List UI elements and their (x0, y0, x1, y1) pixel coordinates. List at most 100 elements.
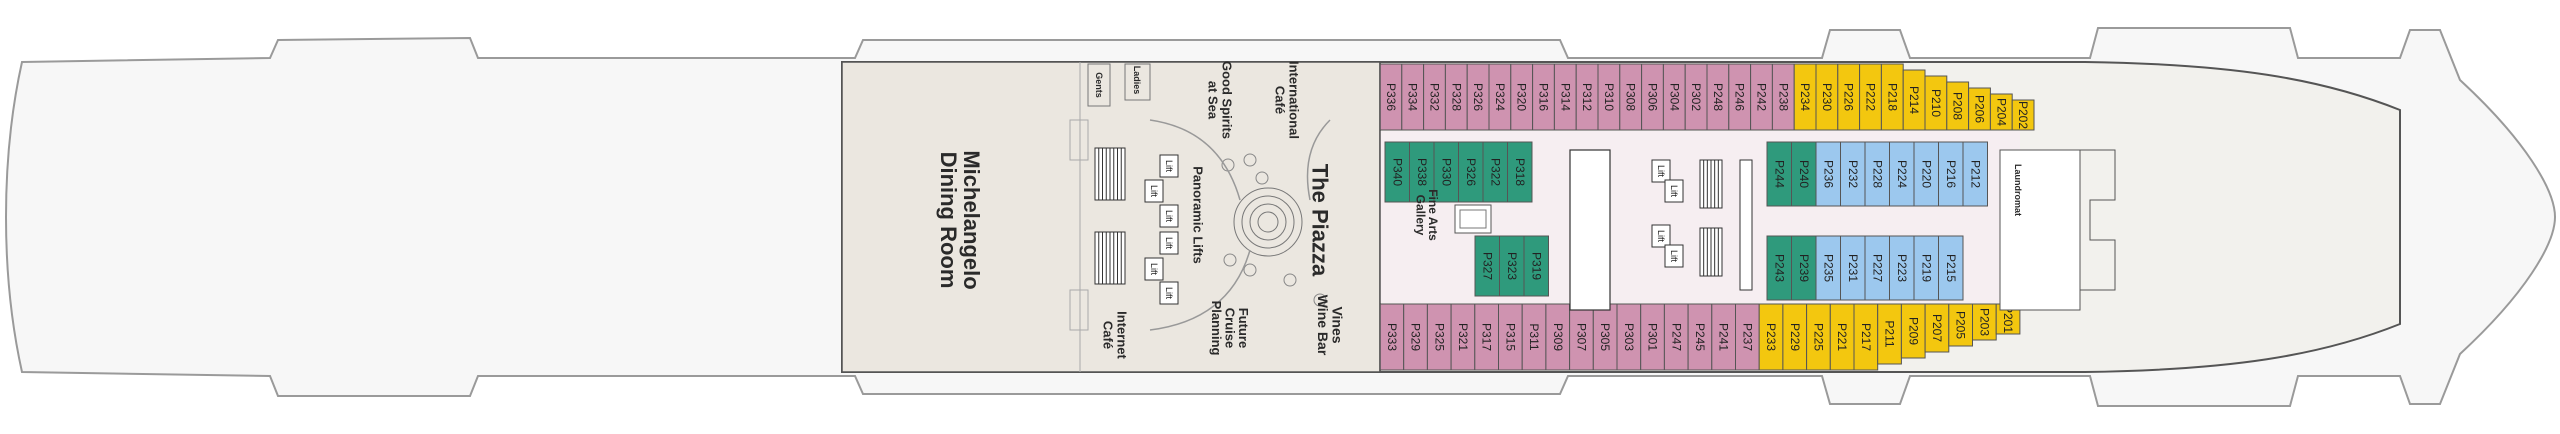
cabin-p203[interactable]: P203 (1972, 303, 1997, 341)
cabin-p314[interactable]: P314 (1553, 63, 1577, 131)
cabin-p215[interactable]: P215 (1938, 235, 1964, 301)
cabin-p221[interactable]: P221 (1829, 303, 1855, 371)
cabin-p239[interactable]: P239 (1791, 235, 1817, 301)
cabin-p227[interactable]: P227 (1864, 235, 1890, 301)
cabin-p333[interactable]: P333 (1379, 303, 1405, 371)
cabin-p243[interactable]: P243 (1766, 235, 1792, 301)
cabin-label: P329 (1409, 323, 1423, 351)
cabin-p321[interactable]: P321 (1450, 303, 1476, 371)
cabin-p231[interactable]: P231 (1840, 235, 1866, 301)
cabin-p224[interactable]: P224 (1889, 141, 1915, 207)
ladies-restroom (1124, 63, 1151, 101)
cabin-label: P248 (1711, 83, 1725, 111)
cabin-p325[interactable]: P325 (1426, 303, 1452, 371)
cabin-p235[interactable]: P235 (1815, 235, 1841, 301)
cabin-p315[interactable]: P315 (1498, 303, 1523, 371)
cabin-p308[interactable]: P308 (1619, 63, 1643, 131)
cabin-p216[interactable]: P216 (1938, 141, 1964, 207)
cabin-p323[interactable]: P323 (1499, 235, 1525, 297)
cabin-p238[interactable]: P238 (1771, 63, 1795, 131)
international-cafe-label: InternationalCafé (1273, 61, 1302, 139)
cabin-p214[interactable]: P214 (1902, 69, 1926, 131)
cabin-p301[interactable]: P301 (1640, 303, 1665, 371)
cabin-p340[interactable]: P340 (1384, 141, 1410, 203)
cabin-p246[interactable]: P246 (1728, 63, 1752, 131)
cabin-p236[interactable]: P236 (1815, 141, 1841, 207)
cabin-p225[interactable]: P225 (1806, 303, 1831, 371)
cabin-p304[interactable]: P304 (1662, 63, 1686, 131)
cabin-p222[interactable]: P222 (1859, 63, 1882, 131)
cabin-p327[interactable]: P327 (1474, 235, 1500, 297)
cabin-p318[interactable]: P318 (1507, 141, 1533, 203)
cabin-box (1499, 235, 1525, 297)
cabin-p329[interactable]: P329 (1403, 303, 1428, 371)
cabin-p319[interactable]: P319 (1523, 235, 1549, 297)
cabin-box (1766, 235, 1792, 301)
cabin-p205[interactable]: P205 (1948, 303, 1974, 347)
cabin-p204[interactable]: P204 (1989, 93, 2013, 131)
cabin-p202[interactable]: P202 (2011, 99, 2035, 131)
cabin-p303[interactable]: P303 (1616, 303, 1642, 371)
cabin-p311[interactable]: P311 (1521, 303, 1547, 371)
cabin-box (1938, 235, 1964, 301)
cabin-p208[interactable]: P208 (1946, 81, 1970, 131)
cabin-p317[interactable]: P317 (1474, 303, 1500, 371)
svg-text:Panoramic Lifts: Panoramic Lifts (1190, 166, 1205, 264)
cabin-p228[interactable]: P228 (1864, 141, 1890, 207)
cabin-p226[interactable]: P226 (1837, 63, 1861, 131)
cabin-p232[interactable]: P232 (1840, 141, 1866, 207)
cabin-p244[interactable]: P244 (1766, 141, 1792, 207)
cabin-p207[interactable]: P207 (1924, 303, 1950, 353)
cabin-p312[interactable]: P312 (1575, 63, 1599, 131)
cabin-p332[interactable]: P332 (1423, 63, 1446, 131)
cabin-p212[interactable]: P212 (1962, 141, 1988, 207)
cabin-p211[interactable]: P211 (1877, 303, 1902, 365)
cabin-p247[interactable]: P247 (1663, 303, 1689, 371)
cabin-p217[interactable]: P217 (1853, 303, 1879, 371)
cabin-p322[interactable]: P322 (1482, 141, 1508, 203)
cabin-p316[interactable]: P316 (1532, 63, 1555, 131)
cabin-p330[interactable]: P330 (1433, 141, 1459, 203)
cabin-p320[interactable]: P320 (1510, 63, 1534, 131)
cabin-p240[interactable]: P240 (1791, 141, 1817, 207)
cabin-label: P239 (1797, 254, 1811, 282)
cabin-p219[interactable]: P219 (1913, 235, 1939, 301)
svg-text:Lift: Lift (1149, 263, 1159, 276)
cabin-p305[interactable]: P305 (1592, 303, 1618, 371)
cabin-p209[interactable]: P209 (1900, 303, 1926, 359)
cabin-p206[interactable]: P206 (1968, 87, 1991, 131)
cabin-p309[interactable]: P309 (1545, 303, 1571, 371)
cabin-p242[interactable]: P242 (1750, 63, 1773, 131)
cabin-p326[interactable]: P326 (1466, 63, 1490, 131)
cabin-p223[interactable]: P223 (1889, 235, 1915, 301)
cabin-p328[interactable]: P328 (1444, 63, 1468, 131)
cabin-p306[interactable]: P306 (1641, 63, 1664, 131)
cabin-p210[interactable]: P210 (1924, 75, 1948, 131)
cabin-label: P325 (1432, 323, 1446, 351)
cabin-p229[interactable]: P229 (1782, 303, 1808, 371)
cabin-p237[interactable]: P237 (1735, 303, 1760, 371)
cabin-label: P203 (1977, 308, 1991, 336)
cabin-p234[interactable]: P234 (1793, 63, 1817, 131)
cabin-p338[interactable]: P338 (1409, 141, 1435, 203)
vines-wine-bar-label: VinesWine Bar (1315, 295, 1346, 356)
cabin-p201[interactable]: P201 (1995, 303, 2021, 335)
cabin-p230[interactable]: P230 (1815, 63, 1839, 131)
cabin-p336[interactable]: P336 (1379, 63, 1403, 131)
cabin-p248[interactable]: P248 (1706, 63, 1730, 131)
cabin-p324[interactable]: P324 (1488, 63, 1512, 131)
svg-text:Good Spiritsat Sea: Good Spiritsat Sea (1206, 61, 1235, 139)
cabin-p326[interactable]: P326 (1458, 141, 1484, 203)
cabin-p302[interactable]: P302 (1684, 63, 1708, 131)
cabin-p334[interactable]: P334 (1401, 63, 1425, 131)
table-icon (1283, 273, 1297, 287)
cabin-p310[interactable]: P310 (1597, 63, 1621, 131)
cabin-p307[interactable]: P307 (1569, 303, 1594, 371)
cabin-p220[interactable]: P220 (1913, 141, 1939, 207)
cabin-p241[interactable]: P241 (1711, 303, 1737, 371)
lift-icon: Lift (1159, 154, 1179, 178)
cabin-p218[interactable]: P218 (1880, 63, 1904, 131)
cabin-p245[interactable]: P245 (1687, 303, 1713, 371)
cabin-p233[interactable]: P233 (1758, 303, 1784, 371)
